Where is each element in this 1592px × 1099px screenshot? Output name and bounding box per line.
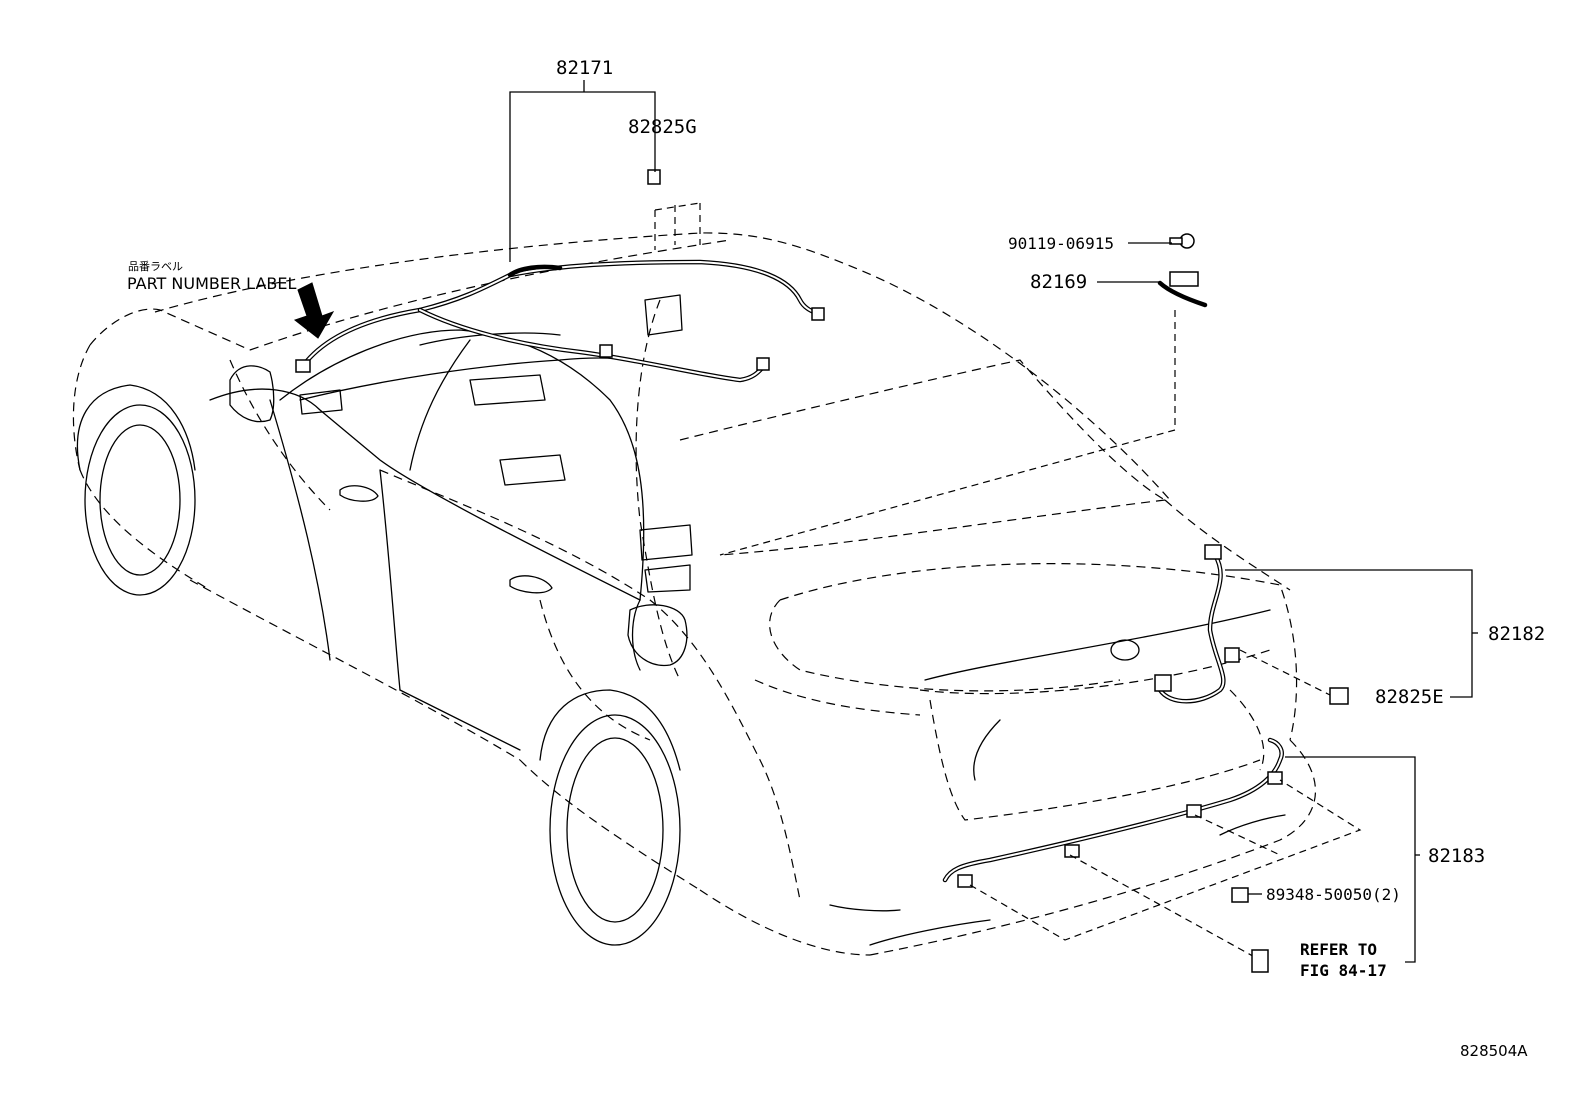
label-82183: 82183 xyxy=(1428,845,1485,867)
label-82825G: 82825G xyxy=(628,116,697,138)
label-90119-06915: 90119-06915 xyxy=(1008,234,1114,253)
part-number-label-jp: 品番ラベル xyxy=(128,260,183,273)
refer-to-label: REFER TO xyxy=(1300,940,1377,959)
label-82171: 82171 xyxy=(556,57,613,79)
clamp-89348-50050 xyxy=(1231,887,1249,903)
bolt-90119-06915 xyxy=(1169,233,1195,249)
leader-lines xyxy=(509,80,1478,963)
bumper-wire-82183 xyxy=(942,737,1362,961)
label-82825E: 82825E xyxy=(1375,686,1444,708)
label-82182: 82182 xyxy=(1488,623,1545,645)
refer-part-icon xyxy=(1251,949,1269,973)
label-82169: 82169 xyxy=(1030,271,1087,293)
part-number-label-text: PART NUMBER LABEL xyxy=(127,274,296,293)
car-visible-edges xyxy=(76,294,1286,946)
car-body-outline xyxy=(72,232,1317,956)
connector-82825E xyxy=(1239,649,1349,705)
wire-82169 xyxy=(719,271,1208,556)
label-89348-50050: 89348-50050(2) xyxy=(1266,885,1401,904)
part-number-label-arrow xyxy=(293,282,335,339)
luggage-room-wire-82182 xyxy=(1154,544,1240,704)
figure-id: 828504A xyxy=(1460,1042,1528,1060)
floor-wire-harness-82171 xyxy=(295,259,825,383)
connector-82825G xyxy=(647,169,701,250)
refer-fig-label: FIG 84-17 xyxy=(1300,961,1387,980)
